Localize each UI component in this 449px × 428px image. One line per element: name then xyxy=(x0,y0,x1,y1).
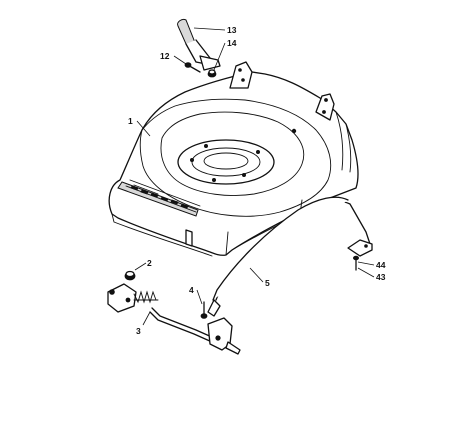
deck-side-tab xyxy=(185,229,193,247)
lever-screw xyxy=(184,62,201,73)
callout-3: 3 xyxy=(136,326,141,336)
lever-nut xyxy=(207,69,217,78)
front-axle-screw xyxy=(200,301,208,319)
callout-14: 14 xyxy=(227,38,237,48)
callout-44: 44 xyxy=(376,260,386,270)
callout-5: 5 xyxy=(265,278,270,288)
callout-43: 43 xyxy=(376,272,386,282)
callout-1: 1 xyxy=(128,116,133,126)
bracket-bolt xyxy=(352,255,359,271)
callout-2: 2 xyxy=(147,258,152,268)
callout-13: 13 xyxy=(227,25,237,35)
callout-4: 4 xyxy=(189,285,194,295)
engine-mount-opening xyxy=(177,139,275,185)
rear-hinge-bracket xyxy=(315,93,335,121)
front-axle-spring-assembly[interactable] xyxy=(107,283,241,355)
callout-12: 12 xyxy=(160,51,170,61)
axle-bracket xyxy=(347,239,373,257)
mower-deck-housing[interactable] xyxy=(108,61,359,257)
axle-bushing xyxy=(124,270,136,281)
deck-top-flap xyxy=(229,61,253,89)
deck-front-vents xyxy=(117,179,201,217)
rear-axle-rod[interactable] xyxy=(207,196,371,317)
